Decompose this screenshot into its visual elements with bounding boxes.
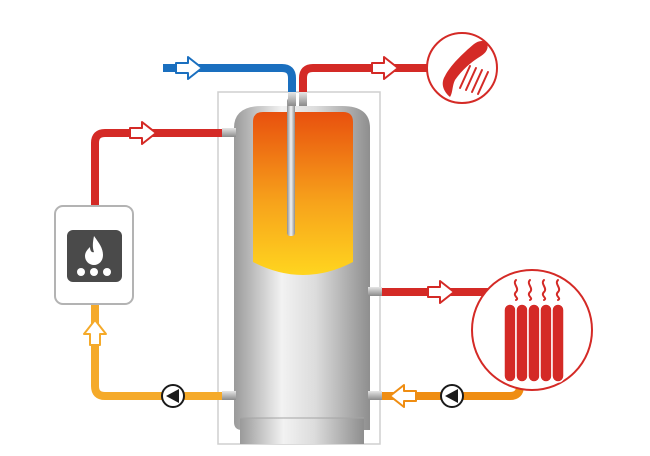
pump-icon [161, 384, 185, 408]
vessel-rod [287, 98, 295, 236]
flow-arrow-boiler-return [83, 319, 107, 346]
hot-water-outlet-pipe [299, 64, 432, 110]
pump-icon [440, 384, 464, 408]
tank-port-top-out [299, 92, 307, 106]
shower-head-icon [426, 32, 498, 104]
cold-water-inlet-pipe [163, 64, 296, 110]
tank-port-heating-flow [368, 287, 382, 296]
flow-arrow-cold-in [175, 56, 203, 80]
flame-icon [77, 236, 111, 276]
tank-port-heating-return [368, 391, 382, 400]
flow-arrow-boiler-flow [129, 121, 157, 145]
flow-arrow-heating-return [389, 384, 417, 408]
buffer-tank [222, 92, 382, 444]
heat-waves-icon [513, 279, 561, 301]
boiler-flow-pipe [91, 129, 225, 208]
radiator-icon [471, 269, 593, 391]
tank-port-boiler-return [222, 391, 236, 400]
flow-arrow-heating-flow [427, 280, 455, 304]
boiler-return-pipe [91, 304, 225, 400]
flow-arrow-hot-out [371, 56, 399, 80]
tank-base [240, 418, 364, 444]
boiler [54, 205, 134, 305]
tank-port-top-in [288, 92, 296, 106]
hot-water-vessel [253, 112, 353, 275]
tank-port-boiler-flow [222, 128, 236, 137]
